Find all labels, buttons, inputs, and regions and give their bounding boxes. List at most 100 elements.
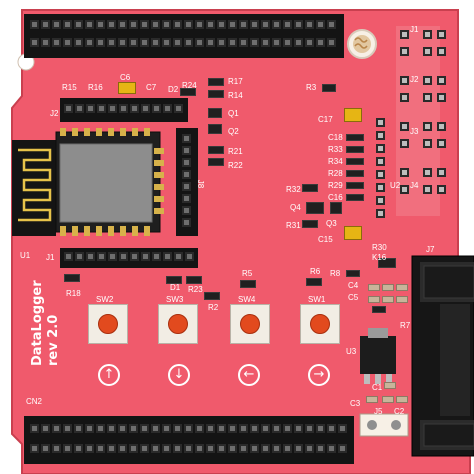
arrow-down-icon: ↓: [168, 364, 190, 386]
label-r5: R5: [242, 269, 253, 278]
cap-c5: [368, 296, 380, 303]
label-r7: R7: [400, 321, 411, 330]
resistor-k16: [378, 258, 396, 268]
resistor-r28: [346, 170, 364, 177]
pushbutton-sw3[interactable]: [158, 304, 198, 344]
resistor-r22: [208, 158, 224, 166]
pushbutton-sw1[interactable]: [300, 304, 340, 344]
label-c1: C1: [372, 383, 383, 392]
tantalum-cap-c15: [344, 226, 362, 240]
label-k16: K16: [372, 253, 387, 262]
label-r22: R22: [228, 161, 243, 170]
label-r18: R18: [66, 289, 81, 298]
label-r2: R2: [208, 303, 219, 312]
top-header-row-2: [30, 38, 338, 47]
label-u3: U3: [346, 347, 357, 356]
label-q2: Q2: [228, 127, 239, 136]
label-q1: Q1: [228, 109, 239, 118]
label-jumper-j3: J3: [410, 127, 419, 136]
transistor-q2: [208, 124, 222, 134]
transistor-q1: [208, 108, 222, 118]
label-c16: C16: [328, 193, 343, 202]
resistor-r17: [208, 78, 224, 86]
resistor-r21: [208, 146, 224, 154]
label-j7: J7: [426, 245, 435, 254]
resistor-r29: [346, 182, 364, 189]
arrow-up-icon: ↑: [98, 364, 120, 386]
label-r23: R23: [188, 285, 203, 294]
cap-c4: [368, 284, 380, 291]
pushbutton-sw2[interactable]: [88, 304, 128, 344]
cap-c1: [384, 382, 396, 389]
resistor-r31: [302, 220, 318, 228]
pushbutton-sw4[interactable]: [230, 304, 270, 344]
cap-c16: [346, 194, 364, 201]
arrow-right-icon: →: [308, 364, 330, 386]
label-j1: J1: [46, 253, 55, 262]
resistor-r23: [186, 276, 202, 284]
label-r6: R6: [310, 267, 321, 276]
label-r30: R30: [372, 243, 387, 252]
label-r15: R15: [62, 83, 77, 92]
resistor-r3: [322, 84, 336, 92]
label-d2: D2: [168, 85, 179, 94]
label-r8: R8: [330, 269, 341, 278]
diode-d1: [166, 276, 182, 284]
cap-c18: [346, 134, 364, 141]
board-title: DataLogger rev 2.0: [30, 266, 70, 366]
cap-c4b: [382, 284, 394, 291]
label-d1: D1: [170, 283, 181, 292]
label-r14: R14: [228, 91, 243, 100]
board-title-line1: DataLogger: [30, 280, 45, 366]
resistor-r24: [180, 88, 196, 96]
cap-c3c: [396, 396, 408, 403]
label-r31: R31: [286, 221, 301, 230]
label-r17: R17: [228, 77, 243, 86]
label-c15: C15: [318, 235, 333, 244]
cap-c5c: [396, 296, 408, 303]
resistor-r2: [204, 292, 220, 300]
label-c2: C2: [394, 407, 405, 416]
label-r24: R24: [182, 81, 197, 90]
resistor-r6: [306, 278, 322, 286]
tantalum-cap-c17: [344, 108, 362, 122]
resistor-r7: [372, 306, 386, 313]
label-r29: R29: [328, 181, 343, 190]
resistor-r18: [64, 274, 80, 282]
cap-c3b: [382, 396, 394, 403]
label-c17: C17: [318, 115, 333, 124]
tantalum-cap-c6: [118, 82, 136, 94]
side-pin-column: [376, 118, 386, 222]
resistor-r33: [346, 146, 364, 153]
bottom-header-row-1: [30, 424, 349, 433]
jumper-matrix: [400, 30, 448, 194]
label-c7: C7: [146, 83, 157, 92]
label-sw1: SW1: [308, 295, 326, 304]
label-jumper-j4: J4: [410, 181, 419, 190]
board-title-line2: rev 2.0: [46, 314, 61, 366]
j1-header: [64, 252, 196, 261]
label-r34: R34: [328, 157, 343, 166]
cap-c3: [366, 396, 378, 403]
label-j2: J2: [50, 109, 59, 118]
label-r16: R16: [88, 83, 103, 92]
arrow-left-icon: ←: [238, 364, 260, 386]
label-sw3: SW3: [166, 295, 184, 304]
label-c5: C5: [348, 293, 359, 302]
label-c6: C6: [120, 73, 131, 82]
label-c18: C18: [328, 133, 343, 142]
label-u2: U2: [390, 181, 401, 190]
label-q3: Q3: [326, 219, 337, 228]
label-jumper-j1: J1: [410, 25, 419, 34]
label-q4: Q4: [290, 203, 301, 212]
label-sw4: SW4: [238, 295, 256, 304]
label-r32: R32: [286, 185, 301, 194]
label-c3: C3: [350, 399, 361, 408]
cap-c5b: [382, 296, 394, 303]
transistor-q4: [306, 202, 324, 214]
label-u1: U1: [20, 251, 31, 260]
bottom-header-row-2: [30, 444, 349, 453]
transistor-q3: [330, 202, 342, 214]
resistor-r5: [240, 280, 256, 288]
